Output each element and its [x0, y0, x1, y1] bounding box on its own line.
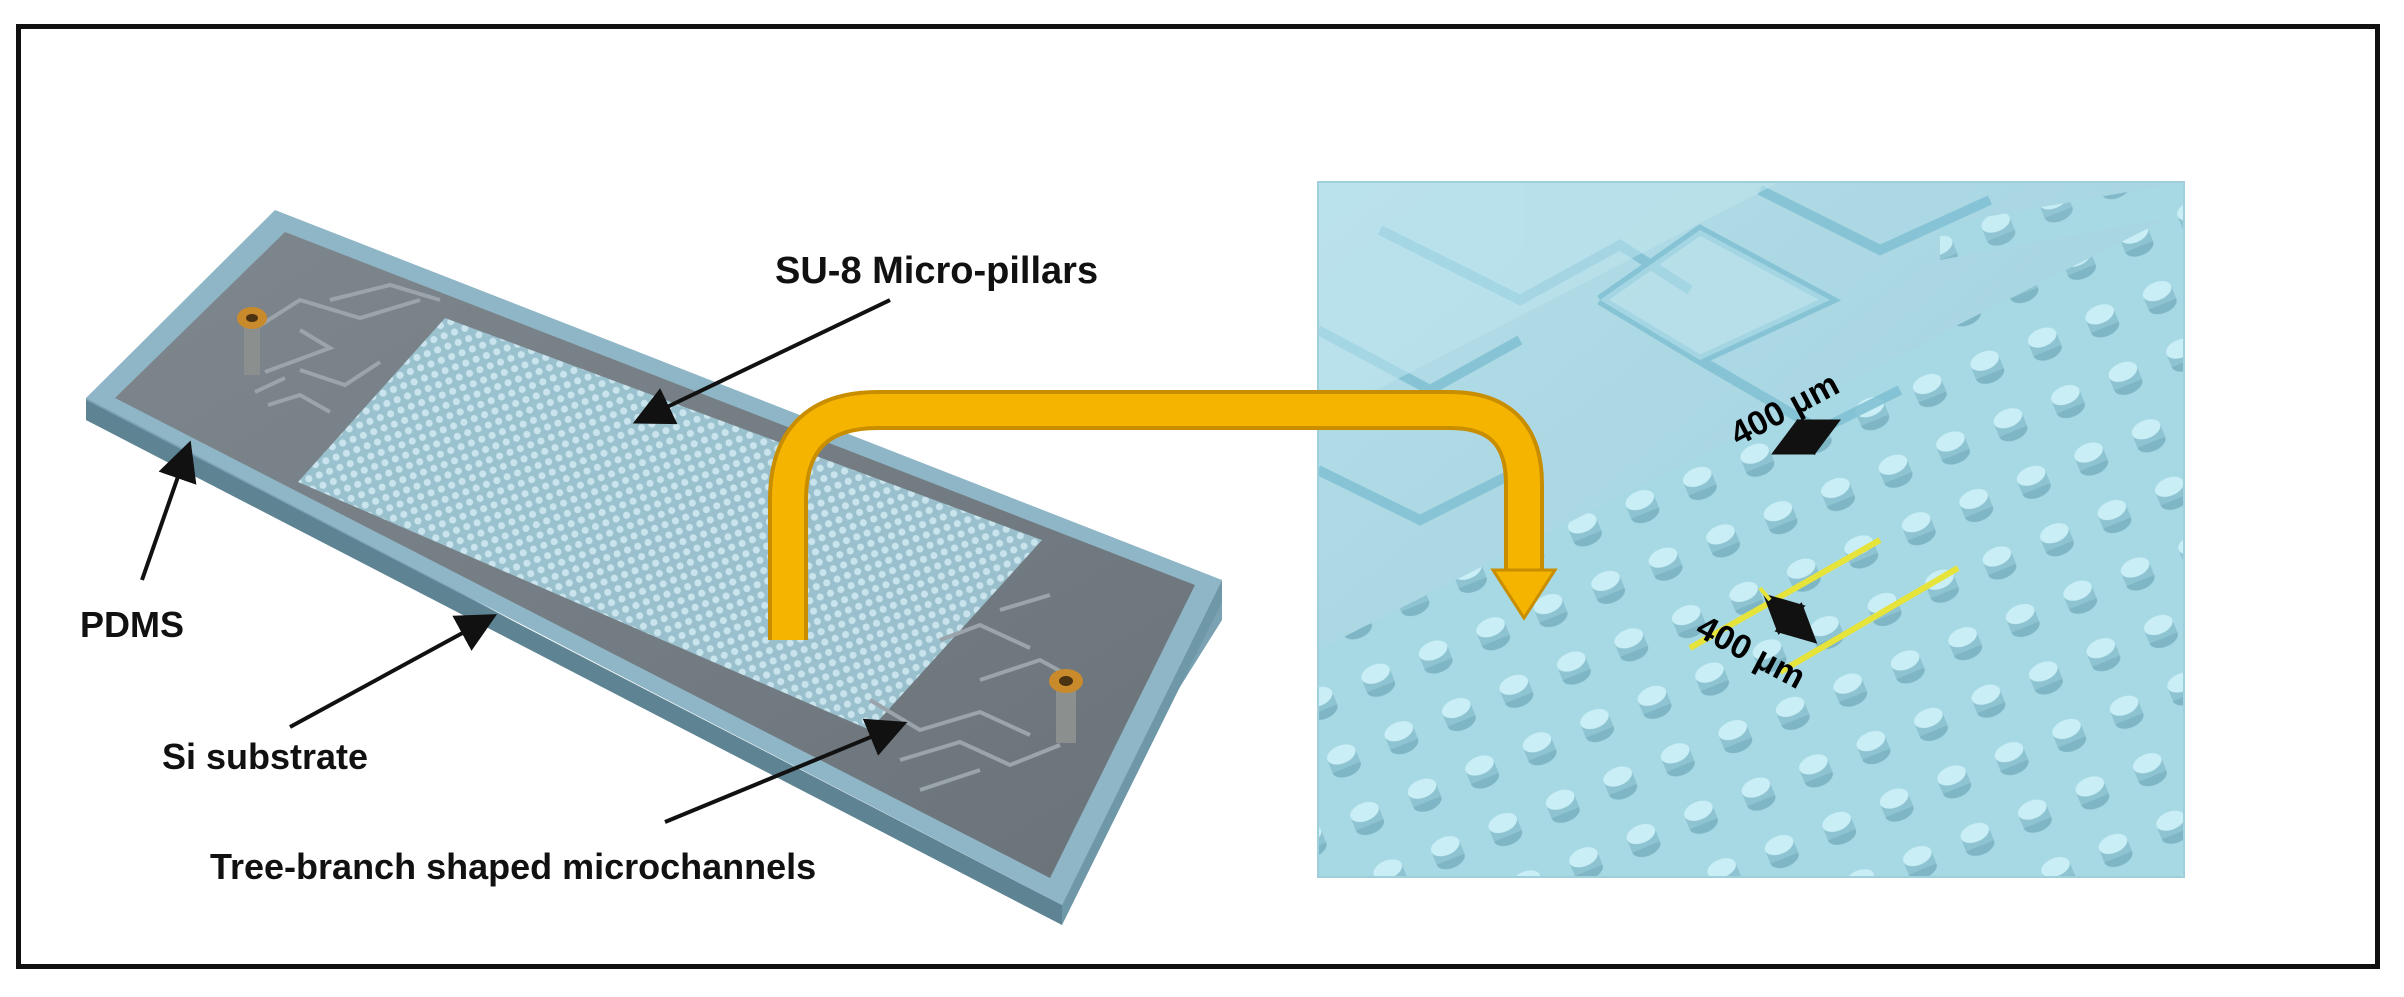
tree-channels-right	[868, 593, 1081, 792]
microfluidic-chip	[86, 210, 1222, 925]
gap-dimension-bottom	[1688, 537, 1960, 675]
chip-right-edge	[1062, 580, 1222, 925]
label-si-substrate: Si substrate	[162, 736, 369, 777]
inlet-port	[237, 307, 267, 375]
leader-si	[289, 614, 498, 729]
zoom-panel-border	[1317, 181, 2185, 878]
tree-channels-left	[243, 282, 441, 414]
leader-su8	[632, 298, 891, 425]
leader-tree	[664, 718, 908, 824]
label-tree-branch-channels: Tree-branch shaped microchannels	[210, 846, 817, 887]
zoom-arrow	[768, 390, 1558, 640]
label-su8-micropillars: SU-8 Micro-pillars	[775, 250, 1099, 292]
micropillar-array	[298, 318, 1042, 730]
leader-arrows	[140, 298, 908, 824]
chip-bottom-edge	[86, 400, 1062, 925]
outlet-port	[1049, 669, 1083, 743]
label-pdms: PDMS	[80, 604, 185, 645]
zoom-panel	[1318, 182, 2184, 877]
pitch-dimension-top	[1771, 418, 1841, 456]
leader-pdms	[140, 440, 197, 581]
